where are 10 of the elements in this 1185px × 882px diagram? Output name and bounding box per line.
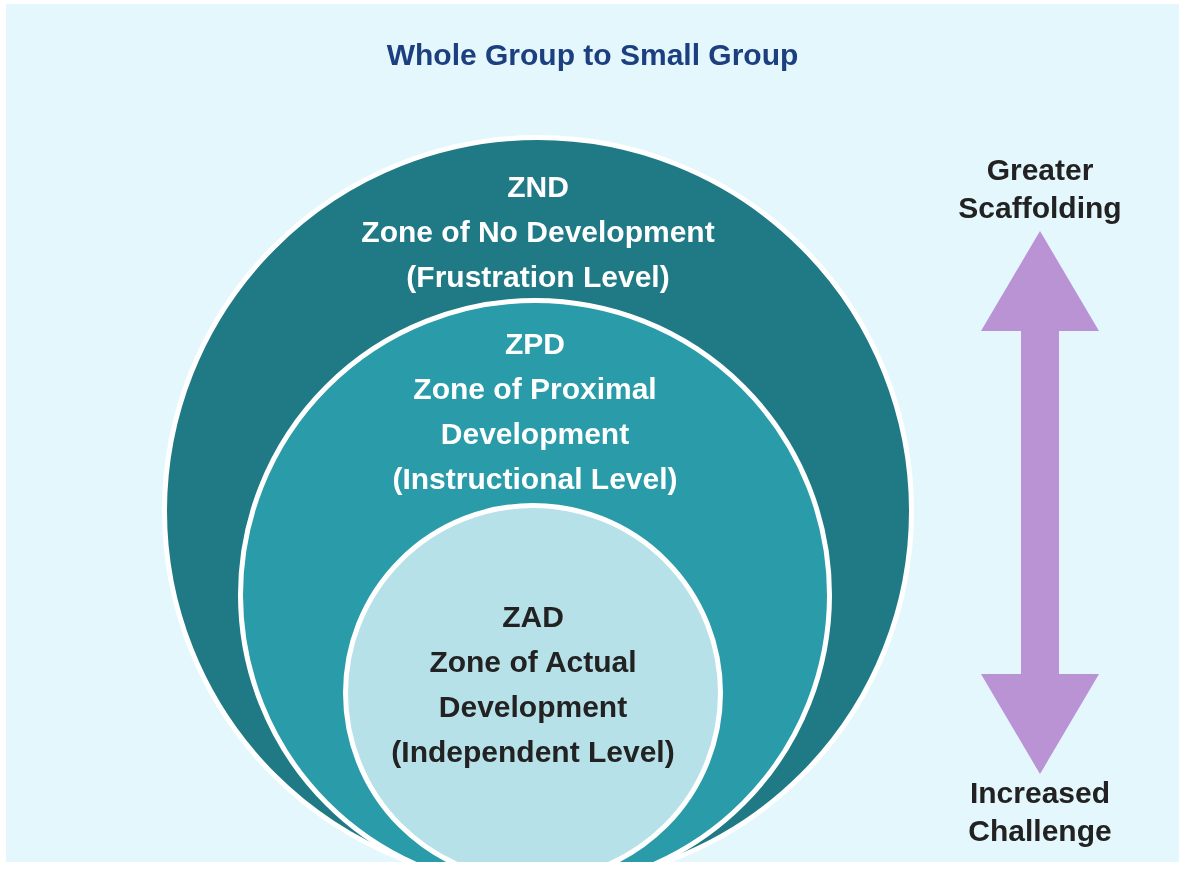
double-arrow: [981, 231, 1099, 774]
zone-abbreviation: ZPD: [504, 326, 566, 362]
scale-label: Increased Challenge: [918, 774, 1162, 850]
scale-label: Greater Scaffolding: [918, 151, 1162, 227]
zone-name: Zone of No Development (Frustration Level): [360, 214, 716, 295]
zone-abbreviation: ZAD: [501, 599, 565, 635]
zone-name: Zone of Proximal Development (Instructional Level): [391, 371, 679, 497]
zone-abbreviation: ZND: [506, 169, 570, 205]
diagram-title: Whole Group to Small Group: [385, 38, 800, 72]
zone-name: Zone of Actual Development (Independent Level): [390, 644, 676, 770]
